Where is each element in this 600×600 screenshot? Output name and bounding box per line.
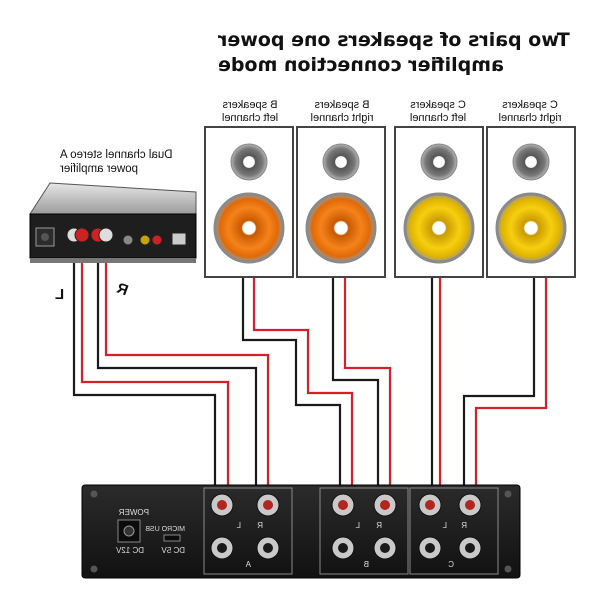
wire-amp-right-black [96,258,258,492]
usb-port-icon [163,534,181,542]
wire-b-left-black [241,278,342,492]
power-label: POWER [119,508,149,517]
woofer-icon [305,192,377,264]
stereo-amplifier [29,182,197,263]
terminal-group-a [203,487,293,575]
tweeter-icon [322,143,360,181]
terminal-label-l: L [355,521,360,530]
group-label-c: C [448,560,454,569]
woofer-icon [495,192,567,264]
wire-amp-left-red [80,258,230,492]
rca-jack-icon [151,234,163,246]
speaker-terminal-icon [98,227,114,243]
wire-b-left-red [252,278,354,492]
dc-in-label: DC 12V [115,546,144,555]
terminal-label-r: R [376,521,382,530]
speaker-c-right [486,126,576,278]
wire-b-right-black [331,278,380,492]
speaker-b-right [296,126,386,278]
tweeter-icon [230,143,268,181]
terminal-group-b [319,487,409,575]
wire-b-right-red [343,278,392,492]
woofer-icon [403,192,475,264]
knob-icon [122,234,134,246]
wire-amp-right-red [104,258,270,492]
wire-c-right-red [474,278,548,492]
group-label-a: A [245,560,251,569]
usb-sub-label: DC 5V [161,546,185,555]
tweeter-icon [420,143,458,181]
group-label-b: B [364,560,369,569]
usb-label: MICRO USB [145,526,185,533]
usb-port-icon [171,232,187,246]
terminal-label-r: R [461,521,467,530]
tweeter-icon [512,143,550,181]
wires [72,258,548,492]
speaker-terminal-icon [74,227,90,243]
rca-jack-icon [139,234,151,246]
speaker-c-left [394,126,484,278]
terminal-label-l: L [236,521,241,530]
woofer-icon [213,192,285,264]
wire-c-right-black [462,278,536,492]
wire-amp-left-black [72,258,217,492]
speaker-switch-box: POWER DC 12V MICRO USB DC 5V L R A L R B [81,484,521,579]
terminal-label-r: R [257,521,263,530]
speaker-b-left [204,126,294,278]
terminal-group-c [409,487,499,575]
terminal-label-l: L [442,521,447,530]
